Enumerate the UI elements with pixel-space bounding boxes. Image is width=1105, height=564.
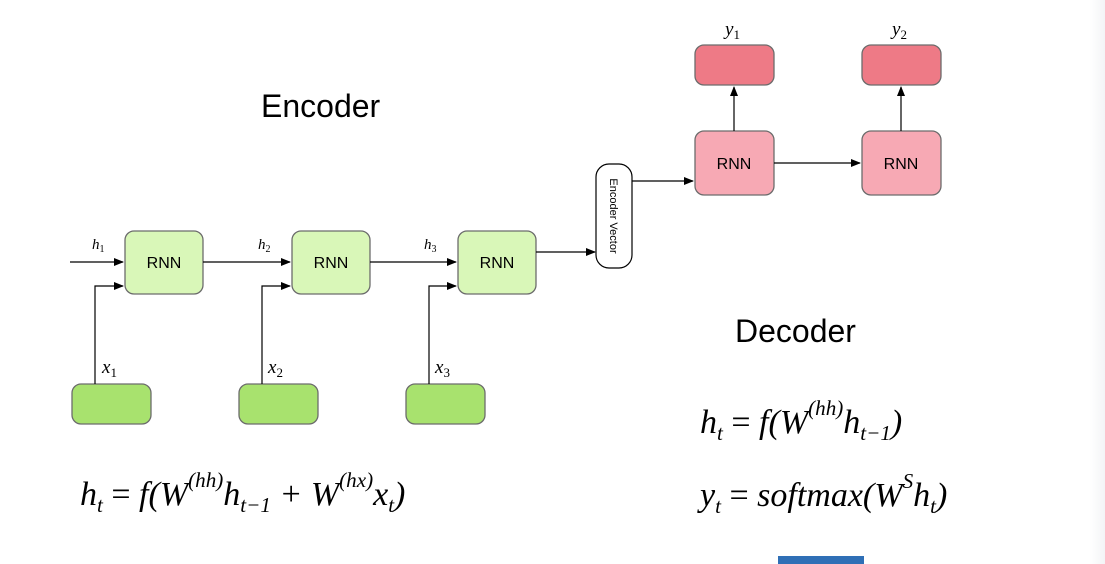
hidden-label-1: h1 [92, 237, 105, 255]
encoder-rnn-cell-3 [457, 230, 537, 295]
input-box-2 [238, 383, 319, 425]
input-label-1: x1 [101, 357, 117, 380]
hidden-label-3: h3 [424, 237, 437, 255]
input-arrow-2 [261, 282, 291, 384]
encoder-title: Encoder [261, 88, 381, 124]
encoder-equation: ht = f(W(hh)ht−1 + W(hx)xt) [80, 468, 406, 518]
output-box-1 [694, 44, 775, 86]
input-arrow-3 [428, 282, 457, 384]
output-box-2 [861, 44, 942, 86]
input-label-2: x2 [267, 357, 283, 380]
encoder-rnn-label-3: RNN [480, 255, 515, 272]
input-box-3 [405, 383, 486, 425]
accent-bar [778, 556, 864, 564]
decoder-rnn-label-2: RNN [884, 156, 919, 173]
encoder-rnn-label-1: RNN [147, 255, 182, 272]
output-label-1: y1 [723, 19, 740, 42]
encoder-rnn-label-2: RNN [314, 255, 349, 272]
input-label-3: x3 [434, 357, 450, 380]
input-box-1 [71, 383, 152, 425]
encoder-vector-box [595, 163, 633, 269]
decoder-title: Decoder [735, 313, 856, 349]
hidden-label-2: h2 [258, 237, 271, 255]
output-label-2: y2 [890, 19, 907, 42]
decoder-equation-output: yt = softmax(WSht) [700, 469, 948, 519]
decoder-rnn-label-1: RNN [717, 156, 752, 173]
decoder-equation-hidden: ht = f(W(hh)ht−1) [700, 396, 903, 446]
input-arrow-1 [94, 282, 124, 384]
edge-shade [1090, 0, 1105, 564]
encoder-vector-label: Encoder Vector [607, 178, 619, 254]
